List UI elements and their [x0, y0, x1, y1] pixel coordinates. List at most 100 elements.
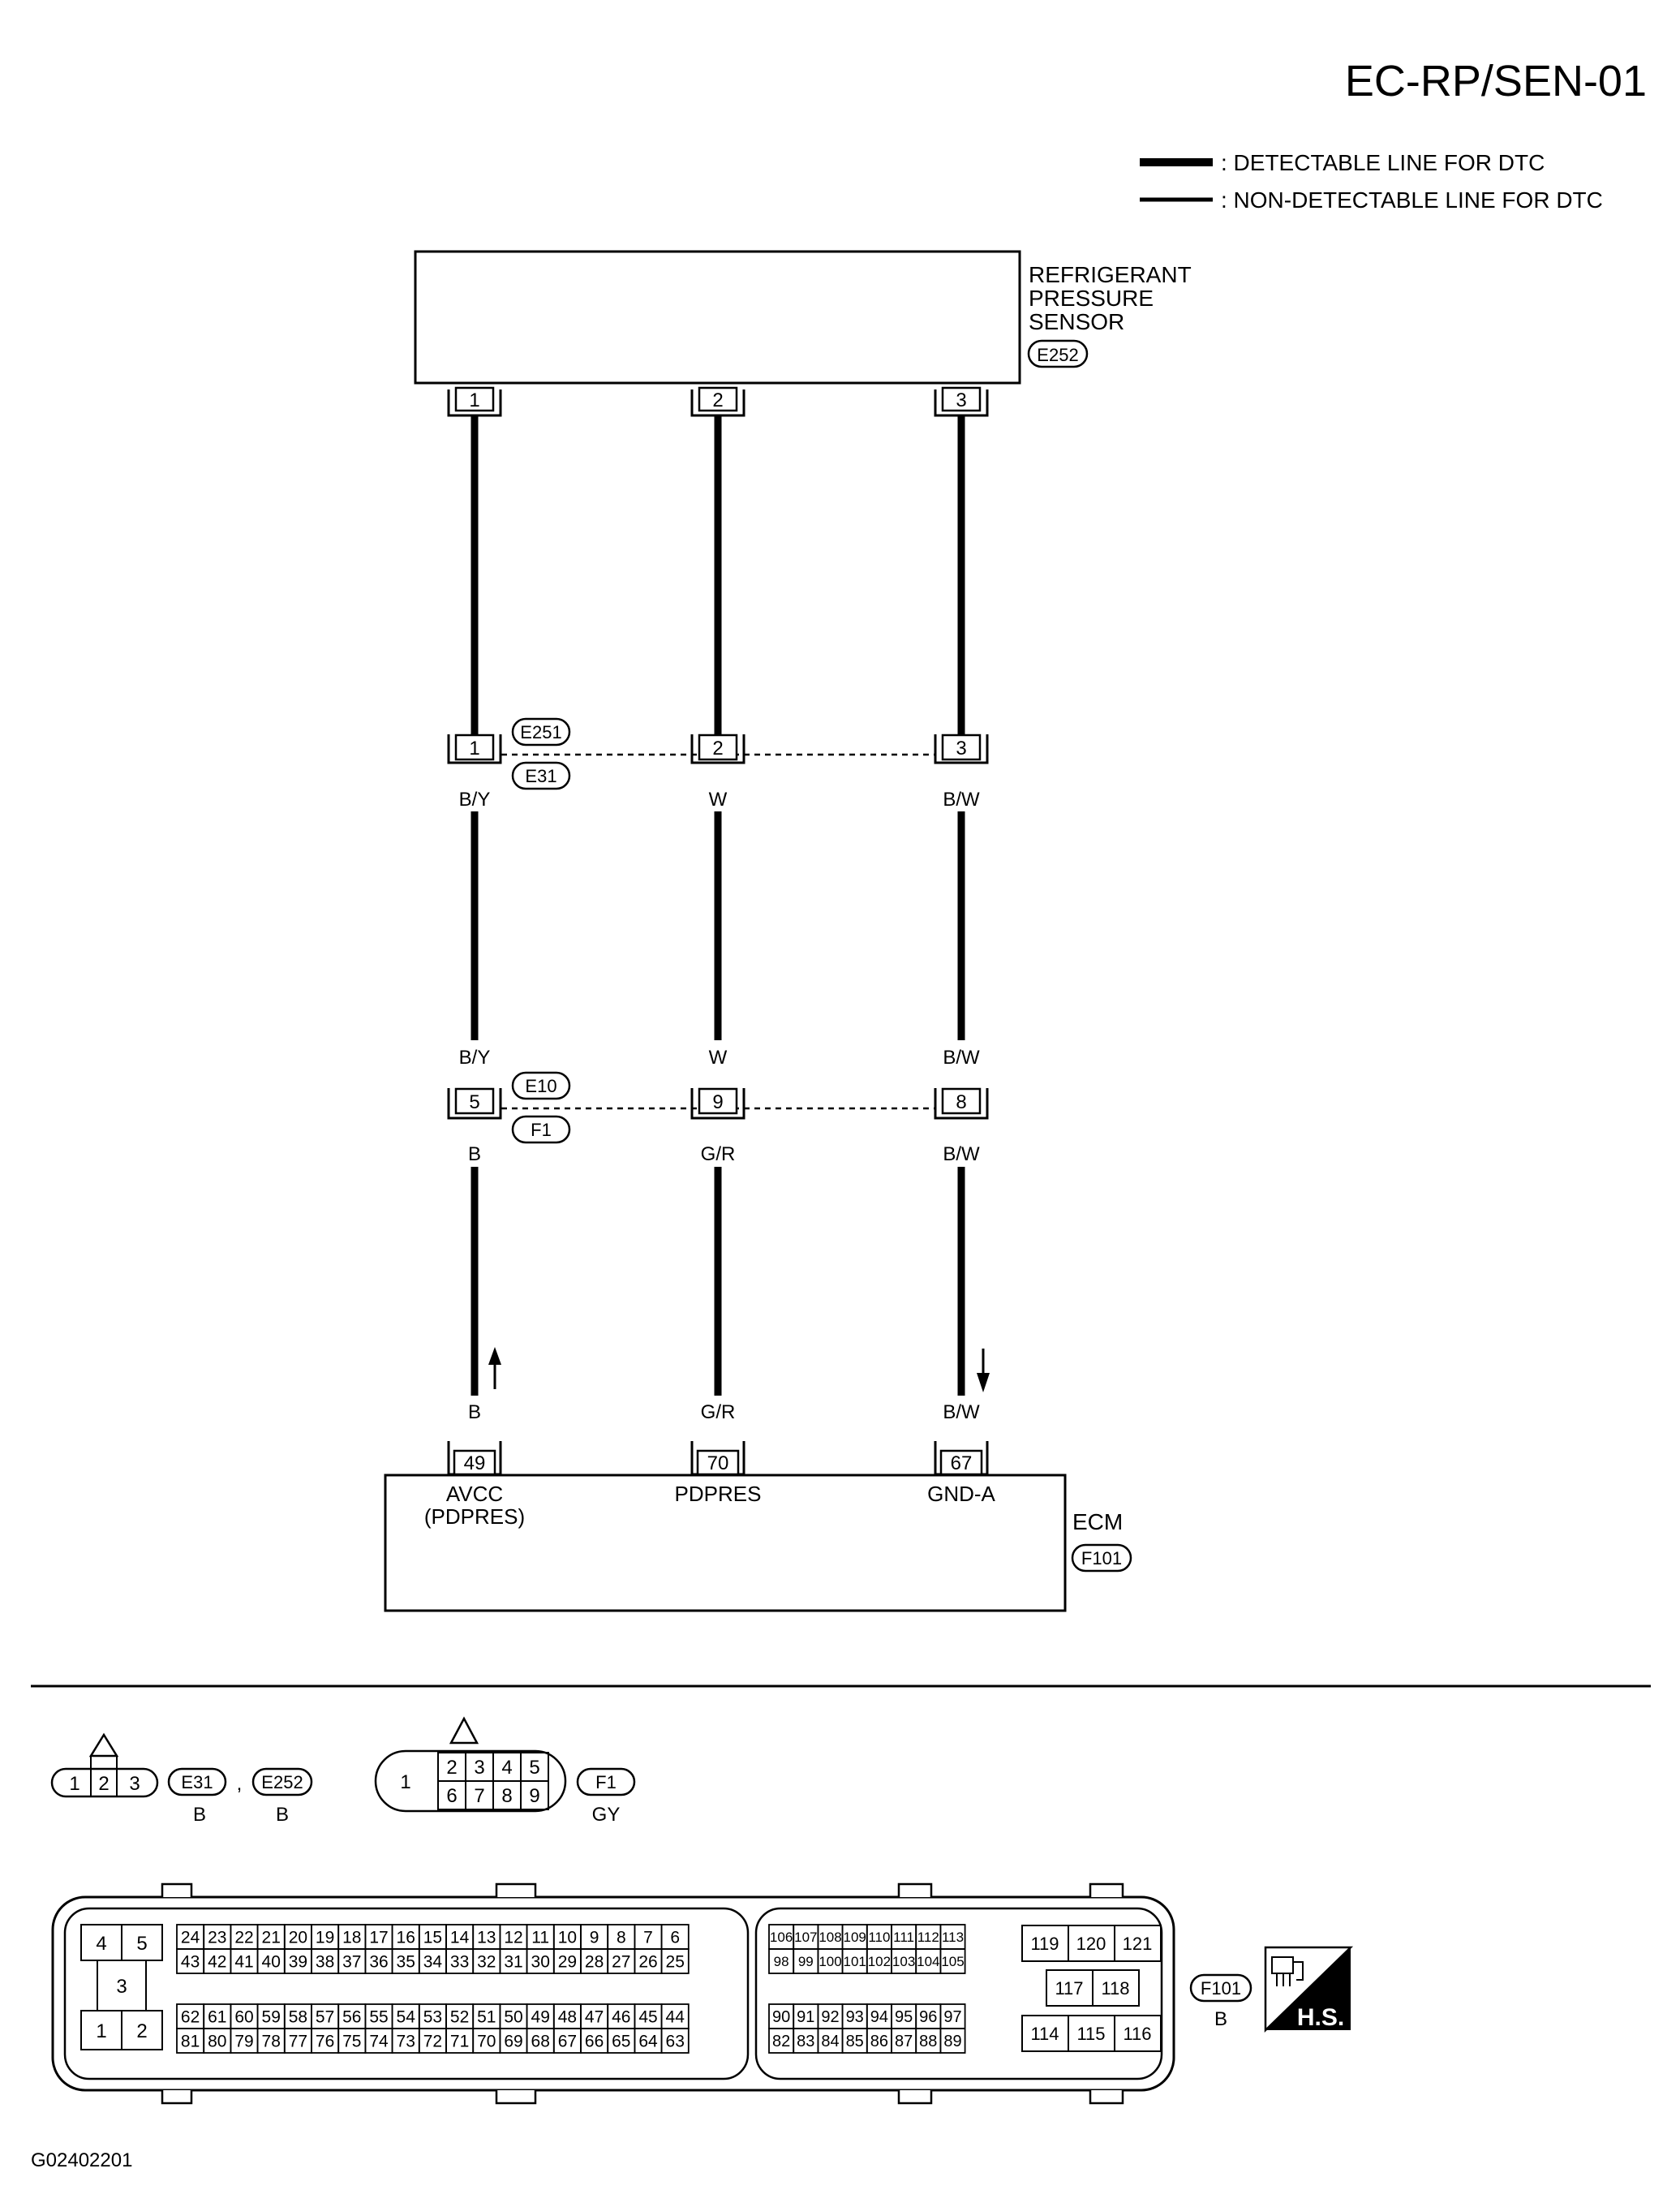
ecm-latch — [161, 1882, 193, 1897]
ecm-pin-95: 95 — [895, 2008, 913, 2026]
legend: : DETECTABLE LINE FOR DTC : NON-DETECTAB… — [1140, 150, 1603, 213]
ecm-latch — [495, 1882, 537, 1897]
ecm-pin-37: 37 — [342, 1953, 361, 1972]
junction2-wire-color-below-2: G/R — [701, 1143, 736, 1165]
ecm-pin-118: 118 — [1101, 1978, 1129, 1999]
ecm: B G/R B/W 49 70 67 AVCC (PDPRES) PDPRES … — [384, 1396, 1132, 1612]
ecm-pin-35: 35 — [397, 1953, 415, 1972]
sensor-pin-3-label: 3 — [956, 389, 966, 411]
ecm-pin-8: 8 — [617, 1929, 626, 1947]
sensor-pin-1-label: 1 — [469, 389, 479, 411]
ecm-pin-84: 84 — [821, 2033, 839, 2050]
ecm-pin-79: 79 — [234, 2033, 253, 2051]
ecm-pin-87: 87 — [895, 2033, 913, 2050]
ecm-latch — [1089, 1882, 1124, 1897]
c9-pin-5: 5 — [529, 1757, 539, 1779]
ecm-latch — [495, 2090, 537, 2105]
c9-id-badge — [576, 1767, 636, 1796]
junction2-wire-color-above-3: B/W — [943, 1047, 980, 1069]
harness-side-icon: H.S. — [1264, 1946, 1354, 2033]
arrow-down-icon — [977, 1349, 990, 1392]
ecm-pin-26: 26 — [638, 1953, 657, 1972]
sensor-name-1: REFRIGERANT — [1029, 262, 1192, 287]
ecm-pin-51: 51 — [477, 2008, 496, 2027]
ecm-pin-114: 114 — [1030, 2024, 1059, 2044]
connector-view-9pin: 1 2 3 4 5 6 7 8 9 F1 GY — [374, 1716, 636, 1826]
ecm-pin-38: 38 — [316, 1953, 334, 1972]
ecm-pin-108: 108 — [819, 1930, 841, 1945]
ecm-pin-13: 13 — [477, 1929, 496, 1947]
sensor-pin-2-label: 2 — [712, 389, 723, 411]
ecm-pin-29: 29 — [558, 1953, 577, 1972]
ecm-pin-52: 52 — [450, 2008, 469, 2027]
ecm-pin-56: 56 — [342, 2008, 361, 2027]
ecm-pin-60: 60 — [234, 2008, 253, 2027]
ecm-pin-70-label: 70 — [707, 1452, 729, 1474]
ecm-pin-22: 22 — [234, 1929, 253, 1947]
ecm-pin-12: 12 — [504, 1929, 522, 1947]
ecm-pin-115: 115 — [1076, 2024, 1105, 2044]
ecm-pin-2: 2 — [136, 2020, 147, 2042]
ecm-pin-67: 67 — [934, 1441, 989, 1476]
ecm-pin-3: 3 — [116, 1976, 127, 1998]
sensor-name-3: SENSOR — [1029, 309, 1124, 334]
ecm-pin-110: 110 — [868, 1930, 890, 1945]
ecm-view-id-badge — [1189, 1973, 1252, 2003]
ecm-pin-4: 4 — [96, 1933, 106, 1955]
ecm-pin-36: 36 — [369, 1953, 388, 1972]
ecm-wire-color-3: B/W — [943, 1401, 980, 1423]
ecm-pin-121: 121 — [1123, 1934, 1153, 1954]
ecm-pin-30: 30 — [531, 1953, 550, 1972]
ecm-pin-62: 62 — [181, 2008, 200, 2027]
ecm-pin-70: 70 — [690, 1441, 745, 1476]
junction2-connector-bottom: F1 — [531, 1120, 552, 1140]
ecm-terminal-avcc-sub: (PDPRES) — [424, 1504, 525, 1529]
ecm-pin-45: 45 — [638, 2008, 657, 2027]
ecm-pin-17: 17 — [369, 1929, 388, 1947]
ecm-pin-65: 65 — [612, 2033, 630, 2051]
ecm-pin-90: 90 — [772, 2008, 790, 2026]
ecm-pin-96: 96 — [919, 2008, 937, 2026]
ecm-housing-outer — [51, 1895, 1175, 2092]
ecm-pin-33: 33 — [450, 1953, 469, 1972]
ecm-pin-80: 80 — [208, 2033, 226, 2051]
ecm-pin-cell — [660, 2028, 690, 2054]
ecm-pin-58: 58 — [289, 2008, 307, 2027]
ecm-pin-116: 116 — [1123, 2024, 1151, 2044]
ecm-terminal-pdpres: PDPRES — [675, 1482, 762, 1506]
ecm-pin-15: 15 — [423, 1929, 442, 1947]
ecm-view-id: F101 — [1201, 1978, 1241, 1999]
junction2-wire-color-below-1: B — [468, 1143, 481, 1165]
ecm-pin-72: 72 — [423, 2033, 442, 2051]
ecm-pin-28: 28 — [585, 1953, 604, 1972]
ecm-pin-112: 112 — [917, 1930, 939, 1945]
ecm-view-color: B — [1214, 2008, 1227, 2030]
ecm-pin-cell — [939, 1948, 966, 1974]
ecm-box — [384, 1474, 1067, 1612]
figure-id: G02402201 — [31, 2149, 132, 2171]
ecm-pin-43: 43 — [181, 1953, 200, 1972]
page-code: EC-RP/SEN-01 — [1345, 57, 1647, 105]
ecm-pin-85: 85 — [846, 2033, 864, 2050]
ecm-pin-24: 24 — [181, 1929, 200, 1947]
ecm-pin-104: 104 — [917, 1954, 939, 1969]
junction2-pin-5-label: 5 — [469, 1091, 479, 1113]
c9-pin-1: 1 — [400, 1771, 410, 1793]
junction1-connector-top-badge — [511, 717, 571, 746]
ecm-pin-46: 46 — [612, 2008, 630, 2027]
ecm-pin-cell — [660, 1948, 690, 1974]
ecm-pin-82: 82 — [772, 2033, 790, 2050]
junction1-wire-color-3: B/W — [943, 789, 980, 811]
junction-e10-f1: B/Y W B/W 5 9 8 E10 F1 B G/R B/W — [447, 1040, 989, 1165]
legend-detectable: : DETECTABLE LINE FOR DTC — [1221, 150, 1545, 175]
ecm-pin-21: 21 — [262, 1929, 281, 1947]
ecm-pin-57: 57 — [316, 2008, 334, 2027]
c3-id-badge-1 — [167, 1767, 227, 1796]
ecm-pin-113: 113 — [942, 1930, 964, 1945]
junction1-pin-1: 1 — [447, 734, 502, 764]
ecm-pin-99: 99 — [798, 1954, 814, 1969]
ecm-pin-1: 1 — [96, 2020, 106, 2042]
ecm-block-a: 4 5 3 1 2 — [80, 1924, 163, 2050]
junction1-pin-3-label: 3 — [956, 738, 966, 759]
